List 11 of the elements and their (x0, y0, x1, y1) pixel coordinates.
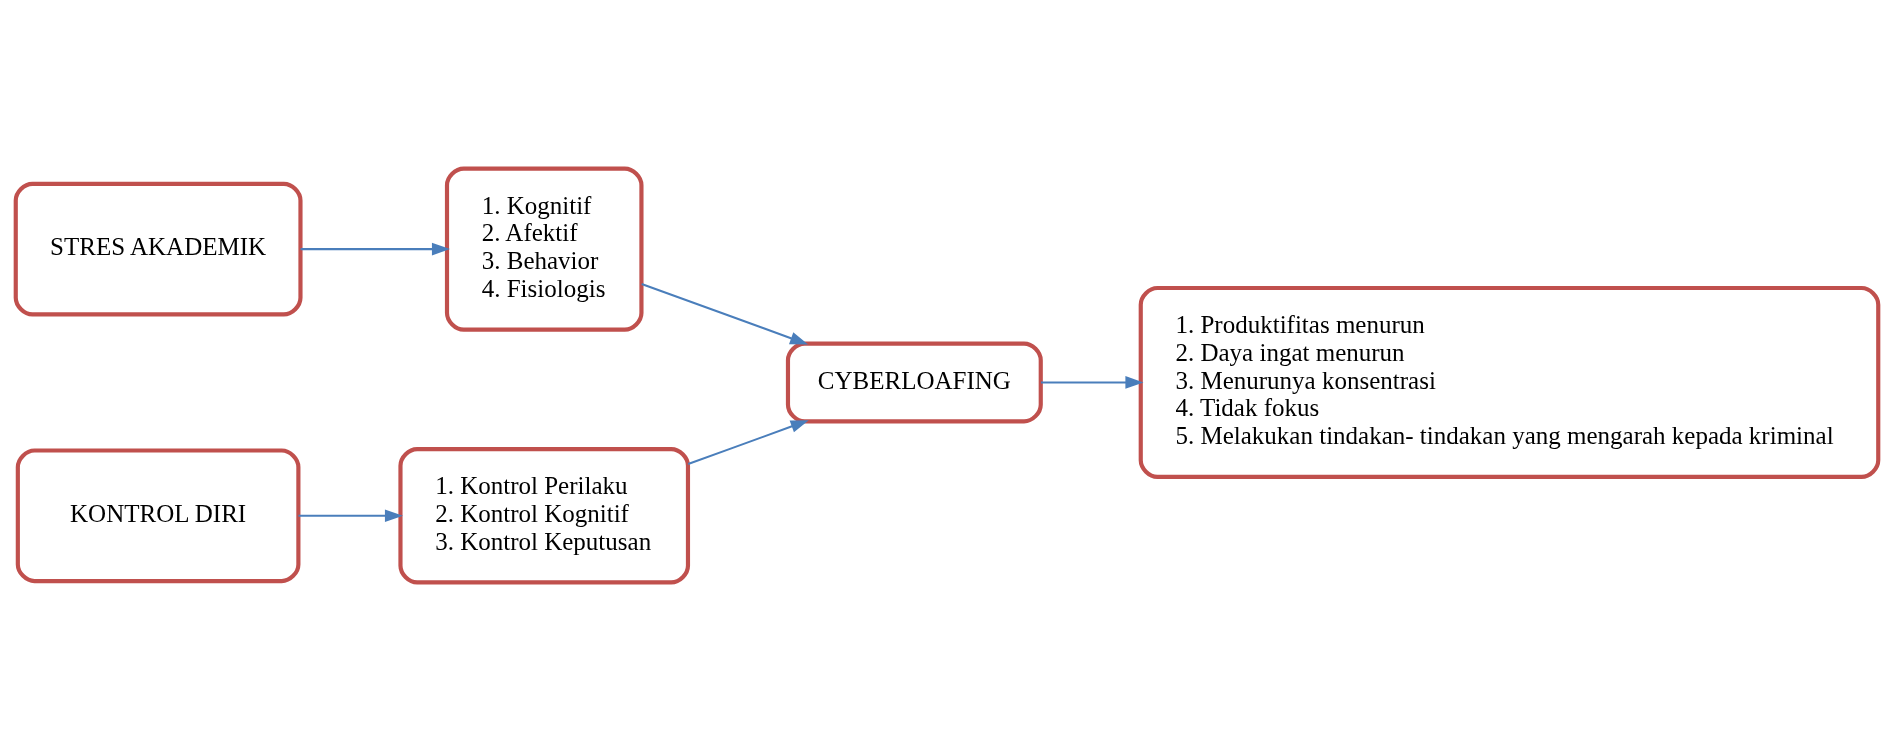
arrow (687, 420, 809, 465)
node-box: CYBERLOAFING (785, 341, 1043, 424)
arrow (1041, 376, 1144, 389)
node-box: 1. Kognitif 2. Afektif 3. Behavior 4. Fisiologis (444, 166, 644, 332)
arrow (298, 509, 403, 523)
node-box: 1. Produktifitas menurun 2. Daya ingat menurun 3. Menurunya konsentrasi 4. Tidak fokus 5. Melakukan tindakan- tindakan yang mengarah kepada kriminal (1138, 285, 1881, 479)
node-box: 1. Kontrol Perilaku 2. Kontrol Kognitif 3. Kontrol Keputusan (398, 447, 691, 585)
arrow (641, 283, 809, 345)
arrow (300, 242, 450, 256)
node-box: KONTROL DIRI (15, 448, 301, 584)
node-box: STRES AKADEMIK (13, 181, 303, 317)
